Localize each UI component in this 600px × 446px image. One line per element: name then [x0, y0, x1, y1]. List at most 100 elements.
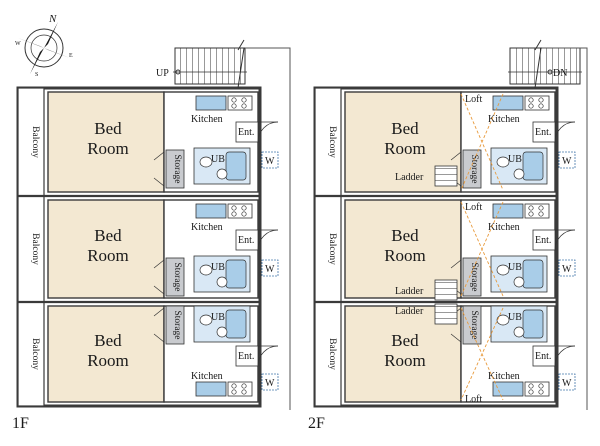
washbasin — [513, 276, 525, 288]
toilet — [199, 264, 213, 276]
bathtub — [225, 259, 247, 289]
bed-room-label-line2: Room — [87, 351, 129, 370]
bed-room-label: Bed — [94, 226, 122, 245]
kitchen-sink — [492, 95, 524, 111]
stove — [227, 95, 253, 111]
bed-room — [47, 91, 165, 193]
balcony-label: Balcony — [327, 126, 337, 158]
bed-room-label-line2: Room — [384, 139, 426, 158]
ladder — [434, 303, 458, 325]
bed-room-label-line2: Room — [87, 246, 129, 265]
washer-space — [261, 259, 279, 277]
stair-direction-label: UP — [156, 68, 169, 79]
entrance-label: Ent. — [535, 127, 551, 138]
storage — [165, 257, 185, 297]
washer-space — [558, 151, 576, 169]
bed-room-label: Bed — [94, 331, 122, 350]
kitchen-sink — [195, 203, 227, 219]
bed-room-label: Bed — [391, 119, 419, 138]
bed-room-label-line2: Room — [384, 246, 426, 265]
stove — [524, 95, 550, 111]
washbasin — [513, 168, 525, 180]
bed-room-label: Bed — [391, 331, 419, 350]
balcony-label: Balcony — [30, 233, 40, 265]
storage — [462, 149, 482, 189]
kitchen-sink — [492, 203, 524, 219]
toilet — [496, 314, 510, 326]
washer-label: W — [562, 378, 572, 389]
bathtub — [225, 151, 247, 181]
balcony-label: Balcony — [327, 338, 337, 370]
bathtub — [522, 259, 544, 289]
compass-needle-north — [44, 22, 58, 48]
kitchen-label: Kitchen — [191, 371, 223, 382]
unit-bath-label: UB — [211, 262, 225, 273]
entrance-label: Ent. — [238, 235, 254, 246]
toilet — [496, 264, 510, 276]
washer-label: W — [265, 378, 275, 389]
washer-label: W — [562, 264, 572, 275]
storage-label: Storage — [469, 262, 479, 291]
washer-label: W — [562, 156, 572, 167]
staircase: UP — [156, 39, 291, 410]
entrance-label: Ent. — [535, 235, 551, 246]
ladder — [434, 165, 458, 187]
storage-label: Storage — [469, 310, 479, 339]
washer-label: W — [265, 264, 275, 275]
unit-bath-label: UB — [211, 154, 225, 165]
kitchen-label: Kitchen — [488, 114, 520, 125]
bed-room-label-line2: Room — [384, 351, 426, 370]
unit-bath-label: UB — [508, 312, 522, 323]
stove — [524, 203, 550, 219]
compass: N W E S — [15, 13, 73, 78]
bathtub — [522, 309, 544, 339]
bed-room-label: Bed — [94, 119, 122, 138]
storage — [165, 149, 185, 189]
kitchen-sink — [195, 95, 227, 111]
kitchen-label: Kitchen — [191, 114, 223, 125]
loft: Loft — [460, 307, 504, 405]
stove — [227, 381, 253, 397]
storage — [462, 305, 482, 345]
balcony-label: Balcony — [327, 233, 337, 265]
ladder-label: Ladder — [395, 286, 424, 297]
bed-room — [47, 199, 165, 299]
unit-bath-label: UB — [211, 312, 225, 323]
storage — [462, 257, 482, 297]
kitchen-label: Kitchen — [488, 371, 520, 382]
storage-label: Storage — [172, 154, 182, 183]
compass-west-label: W — [15, 41, 21, 47]
kitchen-sink — [492, 381, 524, 397]
storage-label: Storage — [172, 262, 182, 291]
entrance-label: Ent. — [535, 351, 551, 362]
stair-direction-label: DN — [553, 68, 567, 79]
loft-label: Loft — [465, 202, 482, 213]
ladder — [434, 279, 458, 301]
washbasin — [216, 276, 228, 288]
compass-east-label: E — [69, 53, 73, 59]
bathtub — [225, 309, 247, 339]
loft-label: Loft — [465, 394, 482, 405]
compass-needle-south — [30, 48, 44, 74]
washbasin — [216, 168, 228, 180]
washer-label: W — [265, 156, 275, 167]
toilet — [199, 156, 213, 168]
bed-room-label: Bed — [391, 226, 419, 245]
bed-room — [47, 305, 165, 403]
balcony-label: Balcony — [30, 338, 40, 370]
loft: Loft — [460, 93, 504, 191]
staircase: DN — [508, 39, 588, 410]
balcony-label: Balcony — [30, 126, 40, 158]
unit-bath-label: UB — [508, 154, 522, 165]
washbasin — [216, 326, 228, 338]
floor-label: 2F — [308, 415, 325, 432]
washer-space — [261, 151, 279, 169]
kitchen-sink — [195, 381, 227, 397]
stove — [227, 203, 253, 219]
